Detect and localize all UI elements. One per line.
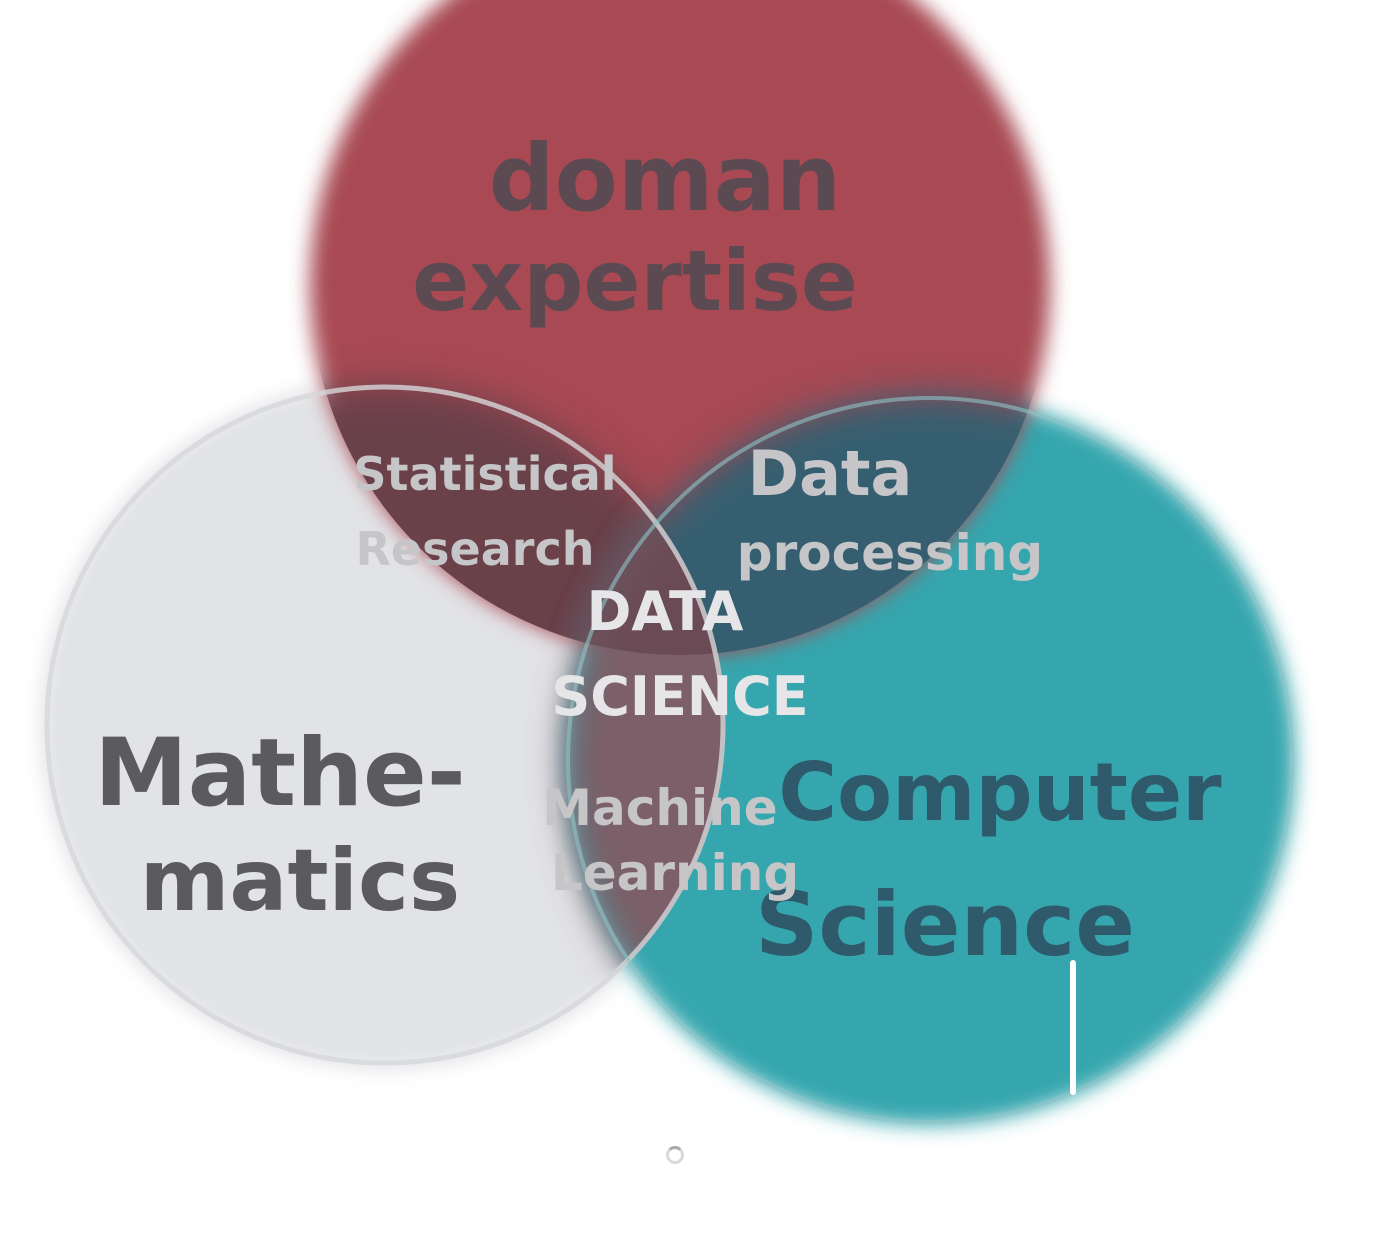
label-mathematics-line1: Mathe-: [94, 719, 466, 828]
outline-mathematics: [44, 384, 726, 1066]
region-statistical-research: [310, 385, 725, 655]
label-machine-learning-line2: Learning: [551, 844, 799, 902]
label-computer-science-line2: Science: [755, 873, 1135, 976]
label-data-processing-line2: processing: [737, 524, 1043, 582]
label-statistical-research-line2: Research: [356, 522, 595, 576]
outline-computer-science: [566, 396, 1294, 1124]
label-data-science-line2: SCIENCE: [551, 665, 808, 728]
text-cursor-mark: [1070, 960, 1076, 1095]
label-data-science-line1: DATA: [587, 580, 744, 643]
label-computer-science-line1: Computer: [778, 746, 1222, 839]
label-domain-expertise-line2: expertise: [412, 232, 858, 330]
region-data-processing: [565, 395, 1050, 655]
label-data-processing-line1: Data: [748, 437, 913, 510]
label-domain-expertise-line1: doman: [489, 125, 842, 232]
loading-spinner-icon: [666, 1146, 684, 1164]
label-statistical-research-line1: Statistical: [353, 447, 616, 501]
label-mathematics-line2: matics: [140, 831, 460, 931]
label-machine-learning-line1: Machine: [542, 779, 777, 837]
